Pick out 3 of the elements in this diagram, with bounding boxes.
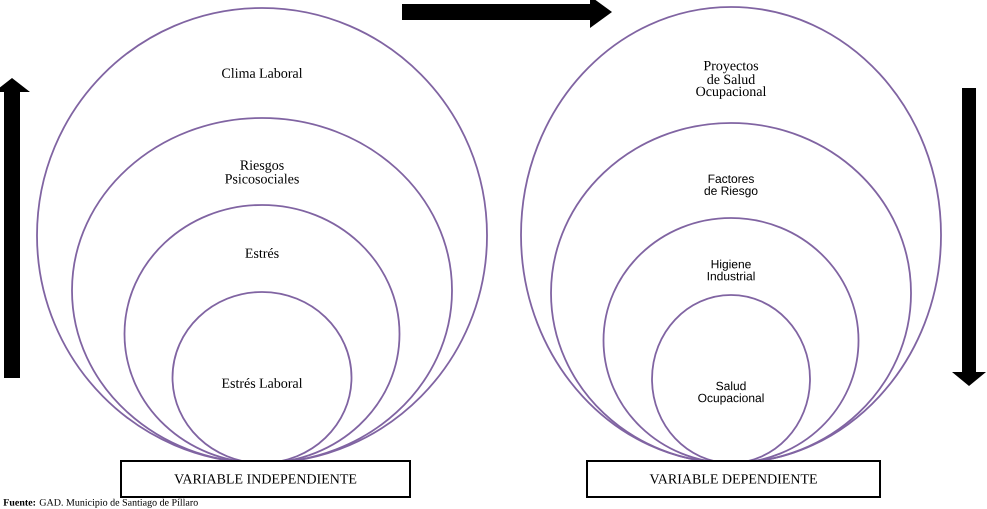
label-box: VARIABLE INDEPENDIENTE (120, 460, 411, 498)
label-box: VARIABLE DEPENDIENTE (586, 460, 881, 498)
caption: Fuente: GAD. Municipio de Santiago de Píllaro (3, 498, 198, 508)
